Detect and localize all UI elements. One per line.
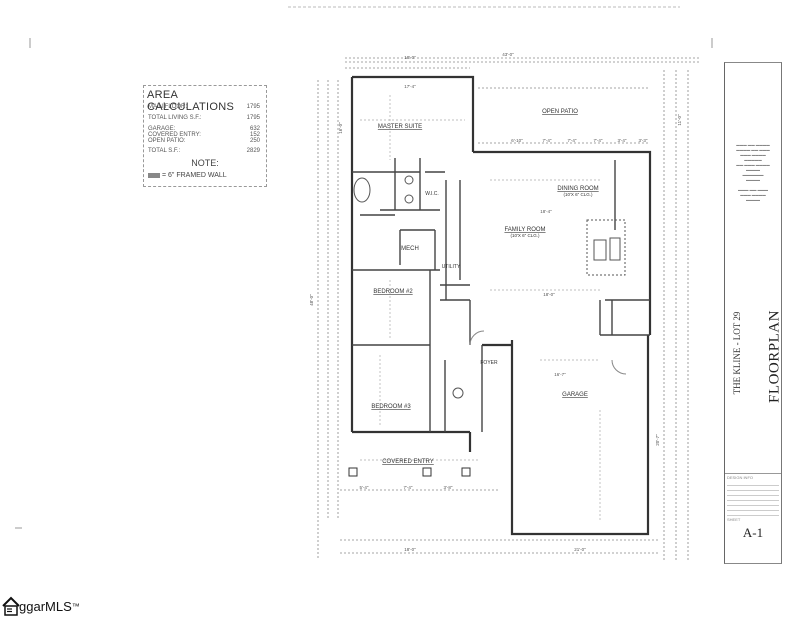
dim-garage-width: 16'-7" — [554, 372, 566, 377]
design-info-lines — [725, 481, 781, 516]
dim-bottom-left: 18'-0" — [404, 547, 416, 552]
room-label-mech: MECH — [401, 246, 419, 252]
room-label-bedroom-2: BEDROOM #2 — [373, 289, 413, 295]
area-value: 2829 — [246, 148, 260, 154]
area-label: MAIN FLOOR: — [148, 104, 188, 110]
room-label-dining-ceiling: (10'X 6" CLG.) — [564, 192, 593, 197]
room-label-master-suite: MASTER SUITE — [378, 124, 422, 130]
area-label: OPEN PATIO: — [148, 138, 186, 144]
area-label: GARAGE: — [148, 126, 176, 132]
design-info-label: DESIGN INFO — [727, 475, 754, 480]
dim-patio-seg-2: 7'-4" — [543, 138, 552, 143]
project-name: THE KLINE - LOT 29 — [732, 311, 742, 395]
dim-patio-seg-1: 6'-10" — [511, 138, 523, 143]
dim-patio-depth: 11'-0" — [677, 114, 682, 126]
dim-garage-depth: 20'-7" — [655, 434, 660, 446]
dim-entry-seg-3: 3'-8" — [444, 485, 453, 490]
design-info-block: DESIGN INFO SHEET — [725, 473, 781, 523]
trademark-symbol: ™ — [71, 602, 80, 611]
mls-logo: ggarMLS™ — [2, 594, 80, 616]
dim-overall-width: 43'-0" — [502, 52, 514, 57]
area-label: TOTAL S.F.: — [148, 148, 181, 154]
area-row-total-sf: TOTAL S.F.: 2829 — [148, 148, 260, 154]
room-label-garage: GARAGE — [562, 392, 588, 398]
area-calculations-box: AREA CALCULATIONS MAIN FLOOR: 1795 TOTAL… — [143, 85, 267, 187]
dim-family-depth: 18'-0" — [543, 292, 555, 297]
dim-master-depth: 16'-0" — [338, 122, 343, 134]
area-row-covered-entry: COVERED ENTRY: 152 — [148, 132, 260, 138]
room-label-open-patio: OPEN PATIO — [542, 109, 578, 115]
dim-entry-seg-2: 7'-4" — [404, 485, 413, 490]
area-label: TOTAL LIVING S.F.: — [148, 115, 202, 121]
framed-wall-legend-text: = 6" FRAMED WALL — [162, 172, 227, 179]
area-calculations-title: AREA CALCULATIONS — [147, 89, 235, 113]
sheet-number: A-1 — [742, 525, 764, 540]
area-row-garage: GARAGE: 632 — [148, 126, 260, 132]
framed-wall-legend: = 6" FRAMED WALL — [148, 172, 227, 179]
title-block-notes: ▬▬▬ ▬▬ ▬▬▬▬▬▬▬▬ ▬▬ ▬▬▬▬▬▬ ▬▬▬▬▬▬▬▬▬▬▬ ▬▬… — [736, 143, 770, 202]
dim-entry-seg-1: 5'-4" — [360, 485, 369, 490]
area-row-total-living: TOTAL LIVING S.F.: 1795 — [148, 115, 260, 121]
area-label: COVERED ENTRY: — [148, 132, 201, 138]
area-value: 1795 — [246, 104, 260, 110]
dim-master-width: 18'-0" — [404, 55, 416, 60]
dim-bottom-right: 21'-0" — [574, 547, 586, 552]
area-row-main-floor: MAIN FLOOR: 1795 — [148, 104, 260, 110]
dim-family-width: 18'-4" — [540, 209, 552, 214]
wall-hatch-swatch — [148, 172, 160, 178]
area-note-title: NOTE: — [191, 158, 219, 168]
sheet-title: FLOORPLAN — [766, 310, 783, 403]
mls-brand-text: ggarMLS™ — [19, 598, 80, 616]
room-label-bedroom-3: BEDROOM #3 — [371, 404, 411, 410]
room-label-covered-entry: COVERED ENTRY — [382, 459, 434, 465]
room-label-utility: UTILITY — [442, 264, 461, 270]
title-block: ▬▬▬ ▬▬ ▬▬▬▬▬▬▬▬ ▬▬ ▬▬▬▬▬▬ ▬▬▬▬▬▬▬▬▬▬▬ ▬▬… — [724, 62, 783, 564]
room-label-wic: W.I.C. — [425, 191, 439, 197]
room-label-family-ceiling: (10'X 6" CLG.) — [511, 233, 540, 238]
dim-patio-seg-4: 7'-4" — [594, 138, 603, 143]
area-value: 1795 — [246, 115, 260, 121]
area-value: 152 — [249, 132, 260, 138]
area-value: 250 — [249, 138, 260, 144]
dim-master-inner: 17'-4" — [404, 84, 416, 89]
house-icon — [2, 596, 20, 616]
dim-patio-seg-6: 3'-3" — [639, 138, 648, 143]
sheet-label: SHEET — [727, 517, 741, 522]
mls-brand-name: ggarMLS — [19, 599, 72, 614]
room-label-dining-room: DINING ROOM — [557, 186, 598, 192]
dim-overall-depth: 48'-0" — [309, 294, 314, 306]
area-row-open-patio: OPEN PATIO: 250 — [148, 138, 260, 144]
dim-patio-seg-5: 3'-4" — [618, 138, 627, 143]
dim-patio-seg-3: 7'-4" — [568, 138, 577, 143]
room-label-foyer: FOYER — [480, 360, 498, 366]
room-label-family-room: FAMILY ROOM — [504, 227, 545, 233]
area-value: 632 — [249, 126, 260, 132]
